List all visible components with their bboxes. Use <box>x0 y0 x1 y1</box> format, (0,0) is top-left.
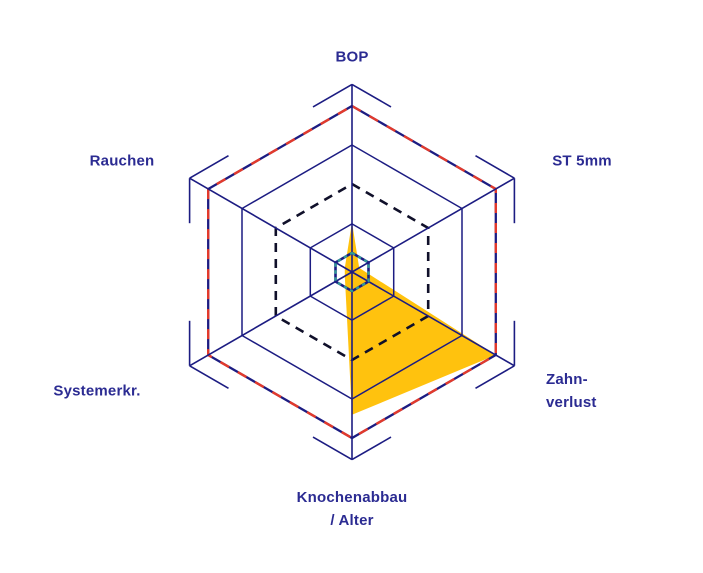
axis-label-line: Zahn- <box>546 371 588 388</box>
axis-end-bracket <box>189 365 229 389</box>
axis-label-line: Knochenabbau <box>296 489 408 506</box>
axis-end-bracket <box>351 436 392 461</box>
axis-line <box>189 177 353 273</box>
axis-label-bop: BOP <box>335 46 368 69</box>
axis-label-line: Systemerkr. <box>53 382 141 400</box>
axis-label-line: verlust <box>546 394 597 411</box>
center-hexagon-dash <box>334 251 370 293</box>
axis-label-line: BOP <box>335 48 369 66</box>
risk-data-polygon <box>344 222 496 415</box>
axis-line <box>189 271 353 367</box>
axis-end-bracket <box>475 365 515 389</box>
axis-end-bracket <box>312 436 353 461</box>
axis-line <box>351 271 515 367</box>
axis-end-bracket <box>189 155 229 179</box>
axis-label-st-5mm: ST 5mm <box>552 150 612 173</box>
axis-label-systemerkr: Systemerkr. <box>53 380 140 403</box>
axis-label-line: / Alter <box>330 512 374 529</box>
axis-end-bracket <box>312 83 353 108</box>
axis-end-bracket <box>351 83 392 108</box>
axis-label-knochenabbau-alter: Knochenabbau / Alter <box>297 486 408 532</box>
axis-end-bracket <box>475 155 515 179</box>
axis-label-line: Rauchen <box>89 152 155 170</box>
axis-label-zahnverlust: Zahn- verlust <box>546 368 597 414</box>
axis-label-rauchen: Rauchen <box>90 150 155 173</box>
axis-line <box>351 177 515 273</box>
axis-label-line: ST 5mm <box>552 152 612 170</box>
